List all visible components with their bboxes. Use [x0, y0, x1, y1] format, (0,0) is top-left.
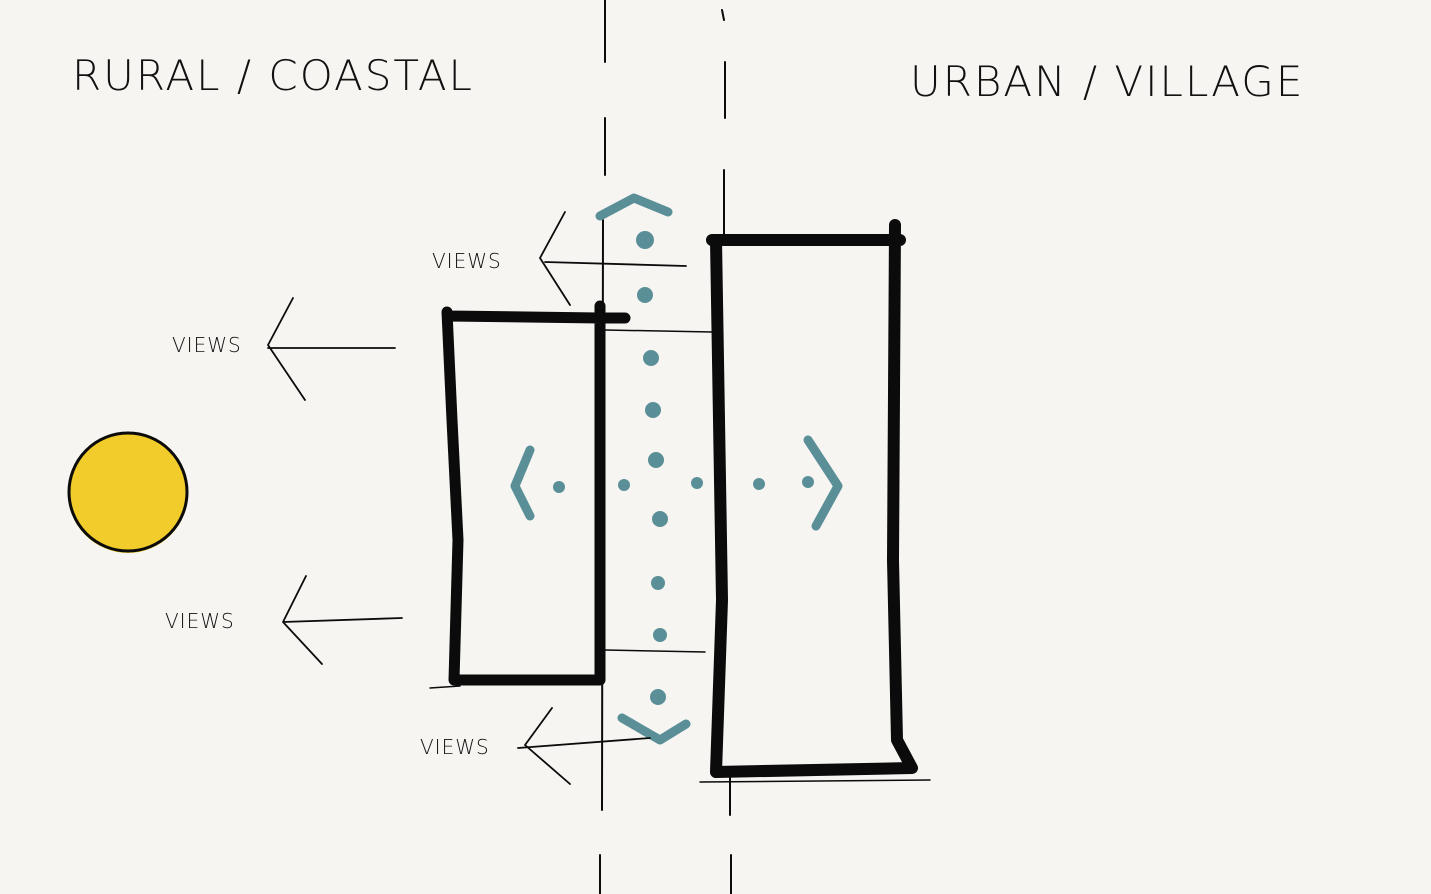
views-label: VIEWS	[172, 333, 242, 357]
views-label: VIEWS	[165, 609, 235, 633]
sun-icon	[67, 431, 189, 553]
view-arrows	[267, 211, 687, 785]
large-building	[706, 219, 918, 778]
views-label: VIEWS	[432, 249, 502, 273]
axis-lines	[599, 0, 732, 894]
views-label: VIEWS	[420, 735, 490, 759]
ground-lines	[429, 685, 931, 783]
circulation-diagram	[510, 193, 843, 745]
small-building	[441, 300, 631, 686]
urban-village-label: URBAN / VILLAGE	[910, 57, 1304, 106]
rural-coastal-label: RURAL / COASTAL	[72, 51, 474, 100]
connector-lines	[604, 329, 713, 653]
